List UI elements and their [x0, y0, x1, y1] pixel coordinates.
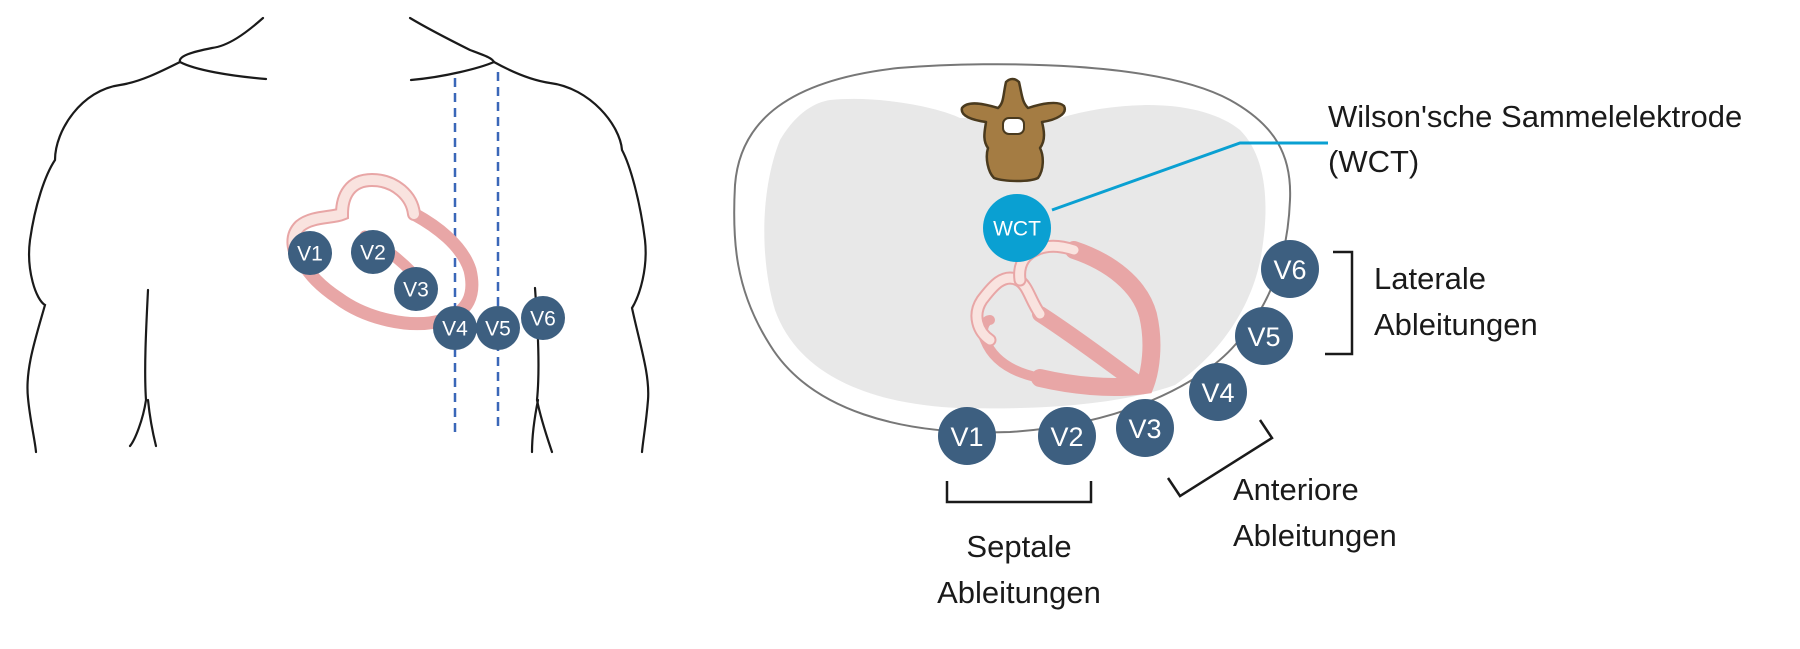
electrode-label: V2 — [1050, 422, 1083, 452]
septal-caption-line2: Ableitungen — [937, 575, 1101, 610]
electrode-label: V1 — [950, 422, 983, 452]
septal-caption-line1: Septale — [966, 529, 1071, 564]
section-electrode-v4: V4 — [1189, 363, 1247, 421]
lateral-caption-line1: Laterale — [1374, 261, 1486, 296]
front-electrode-v3: V3 — [394, 267, 438, 311]
electrode-label: V4 — [442, 318, 468, 341]
section-electrode-v2: V2 — [1038, 407, 1096, 465]
section-electrode-v1: V1 — [938, 407, 996, 465]
front-electrode-v6: V6 — [521, 296, 565, 340]
electrode-label: V6 — [1273, 255, 1306, 285]
anterior-caption-line1: Anteriore — [1233, 472, 1359, 507]
electrode-label: V2 — [360, 242, 386, 265]
front-electrode-v5: V5 — [476, 306, 520, 350]
anterior-bracket — [1166, 419, 1274, 498]
wct-leader-line — [1051, 141, 1328, 212]
wct-caption-line2: (WCT) — [1328, 144, 1419, 179]
section-electrode-v6: V6 — [1261, 240, 1319, 298]
lateral-caption-line2: Ableitungen — [1374, 307, 1538, 342]
section-electrode-v3: V3 — [1116, 399, 1174, 457]
electrode-label: V3 — [403, 279, 429, 302]
lateral-bracket — [1325, 250, 1354, 356]
electrode-label: V4 — [1201, 378, 1234, 408]
vertebra-icon — [960, 77, 1067, 183]
electrode-label: V5 — [1247, 322, 1280, 352]
front-electrode-v1: V1 — [288, 231, 332, 275]
septal-bracket — [945, 481, 1093, 504]
electrode-label: V5 — [485, 318, 511, 341]
wct-label: WCT — [993, 218, 1041, 241]
section-electrode-v5: V5 — [1235, 307, 1293, 365]
front-electrode-v4: V4 — [433, 306, 477, 350]
anterior-caption-line2: Ableitungen — [1233, 518, 1397, 553]
cross-section-view: WCT V1 V2 V3 V4 V5 V6 — [733, 63, 1742, 610]
electrode-label: V1 — [297, 243, 323, 266]
wct-electrode: WCT — [983, 194, 1051, 262]
electrode-label: V6 — [530, 308, 556, 331]
torso-outline-icon — [26, 16, 650, 454]
wct-caption-line1: Wilson'sche Sammelelektrode — [1328, 99, 1742, 134]
electrode-label: V3 — [1128, 414, 1161, 444]
front-electrode-v2: V2 — [351, 230, 395, 274]
heart-icon — [970, 239, 1161, 397]
front-view: V1 V2 V3 V4 V5 V6 — [26, 16, 650, 454]
